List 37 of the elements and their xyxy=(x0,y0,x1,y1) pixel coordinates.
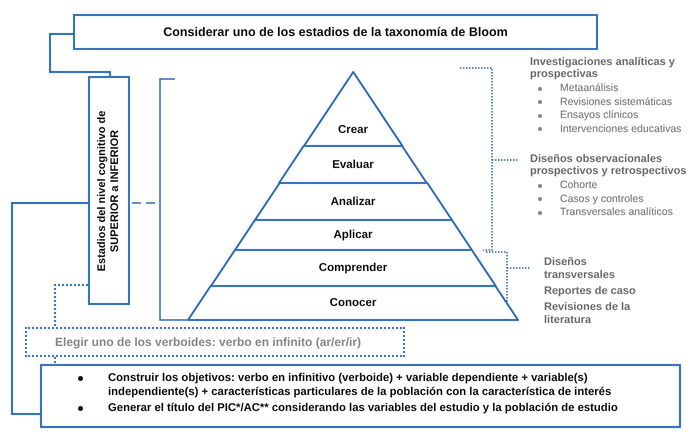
list-item: Ensayos clínicos xyxy=(560,109,638,122)
design-text: Reportes de caso xyxy=(544,285,637,298)
connector-line xyxy=(54,357,56,364)
level-label: Crear xyxy=(338,124,368,136)
level-label: Aplicar xyxy=(333,229,372,241)
design-text: Diseños transversales xyxy=(544,256,616,282)
list-item: Revisiones sistemáticas xyxy=(560,96,672,109)
level-label: Comprender xyxy=(318,262,388,274)
step-text: Considerar uno de los estadios de la taxonomía de Bloom xyxy=(163,25,508,39)
pyramid-level xyxy=(188,286,518,320)
title-box xyxy=(73,14,598,50)
vertical-text: Estadios del nivel cognitivo de SUPERIOR a INFERIOR xyxy=(96,109,122,273)
list-item: Metaanálisis xyxy=(560,82,618,96)
dotted-box xyxy=(25,327,405,357)
connector-line xyxy=(49,33,111,76)
instruction-box xyxy=(40,364,681,428)
pyramid-level xyxy=(210,250,496,286)
level-label: Analizar xyxy=(330,196,376,208)
pyramid-level xyxy=(279,146,427,183)
level-label: Evaluar xyxy=(332,158,374,170)
vertical-box xyxy=(88,76,130,305)
list-item: Cohorte xyxy=(560,179,598,192)
list-item: Casos y controles xyxy=(560,192,644,206)
group-heading: Diseños observacionales prospectivos y retrospectivos xyxy=(530,153,688,177)
group-heading: Investigaciones analíticas y prospectivas xyxy=(530,56,676,80)
step-text: Elegir uno de los verboides: verbo en infinito (ar/er/ir) xyxy=(55,335,362,349)
bullet-text: Generar el título del PIC*/AC** considerando las variables del estudio y la población de estudio xyxy=(108,402,618,416)
connector-line xyxy=(11,202,88,415)
list-item: Intervenciones educativas xyxy=(560,122,682,136)
level-label: Conocer xyxy=(330,297,376,309)
list-item: Transversales analíticos xyxy=(560,206,673,220)
pyramid-level xyxy=(304,72,402,146)
bullet-text: Construir los objetivos: verbo en infinitivo (verboide) + variable dependiente + variable(s) independiente(s) + características particulares de la población con la característica de interés xyxy=(108,372,612,399)
pyramid-level xyxy=(234,220,472,250)
design-text: Revisiones de la literatura xyxy=(544,301,632,327)
pyramid-level xyxy=(254,183,452,220)
connector-line xyxy=(54,284,88,327)
